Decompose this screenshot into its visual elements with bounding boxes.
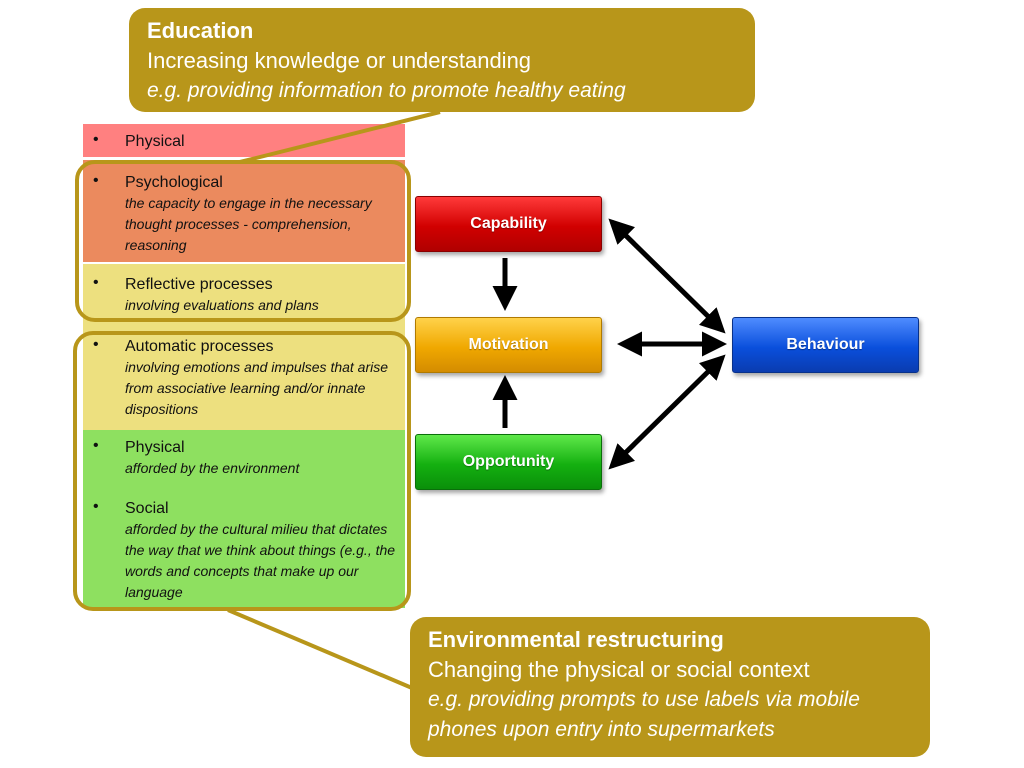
item-social: • Social afforded by the cultural milieu… bbox=[93, 498, 400, 603]
environmental-callout: Environmental restructuring Changing the… bbox=[410, 617, 930, 757]
opportunity-box: Opportunity bbox=[415, 434, 602, 490]
environmental-connector bbox=[227, 608, 413, 690]
education-callout: Education Increasing knowledge or unders… bbox=[129, 8, 755, 112]
item-title: Reflective processes bbox=[125, 276, 273, 293]
environmental-title: Environmental restructuring bbox=[428, 627, 724, 652]
physical-capability-band bbox=[83, 124, 405, 157]
bullet: • bbox=[93, 498, 99, 515]
item-title: Physical bbox=[125, 133, 185, 150]
item-description: afforded by the environment bbox=[125, 460, 300, 476]
behaviour-label: Behaviour bbox=[786, 336, 865, 353]
education-connector bbox=[239, 110, 441, 164]
item-title: Social bbox=[125, 500, 169, 517]
environmental-example: e.g. providing prompts to use labels via… bbox=[428, 688, 860, 741]
motivation-box: Motivation bbox=[415, 317, 602, 373]
item-description: involving emotions and impulses that ari… bbox=[125, 359, 389, 417]
item-psychological: • Psychological the capacity to engage i… bbox=[93, 172, 400, 256]
motivation-band bbox=[83, 264, 405, 430]
bullet: • bbox=[93, 172, 99, 189]
bullet: • bbox=[93, 131, 99, 148]
opportunity-band bbox=[83, 430, 405, 608]
opportunity-behaviour-arrow bbox=[608, 354, 726, 470]
item-title: Automatic processes bbox=[125, 338, 274, 355]
item-automatic: • Automatic processes involving emotions… bbox=[93, 336, 400, 420]
education-title: Education bbox=[147, 18, 254, 43]
capability-label: Capability bbox=[470, 215, 547, 232]
item-title: Psychological bbox=[125, 174, 223, 191]
item-title: Physical bbox=[125, 439, 185, 456]
education-subtitle: Increasing knowledge or understanding bbox=[147, 48, 532, 73]
motivation-label: Motivation bbox=[468, 336, 549, 353]
bullet: • bbox=[93, 274, 99, 291]
item-physical-capability: • Physical bbox=[93, 131, 400, 152]
bullet: • bbox=[93, 437, 99, 454]
environmental-target-frame bbox=[73, 331, 411, 611]
behaviour-box: Behaviour bbox=[732, 317, 919, 373]
psychological-capability-band bbox=[83, 160, 405, 262]
capability-box: Capability bbox=[415, 196, 602, 252]
environmental-subtitle: Changing the physical or social context bbox=[428, 657, 810, 682]
item-reflective: • Reflective processes involving evaluat… bbox=[93, 274, 400, 316]
item-physical-opportunity: • Physical afforded by the environment bbox=[93, 437, 400, 479]
item-description: the capacity to engage in the necessary … bbox=[125, 195, 372, 253]
opportunity-label: Opportunity bbox=[462, 453, 555, 470]
item-description: involving evaluations and plans bbox=[125, 297, 319, 313]
item-description: afforded by the cultural milieu that dic… bbox=[125, 521, 396, 600]
bullet: • bbox=[93, 336, 99, 353]
education-example: e.g. providing information to promote he… bbox=[147, 79, 626, 102]
capability-behaviour-arrow bbox=[608, 218, 726, 334]
